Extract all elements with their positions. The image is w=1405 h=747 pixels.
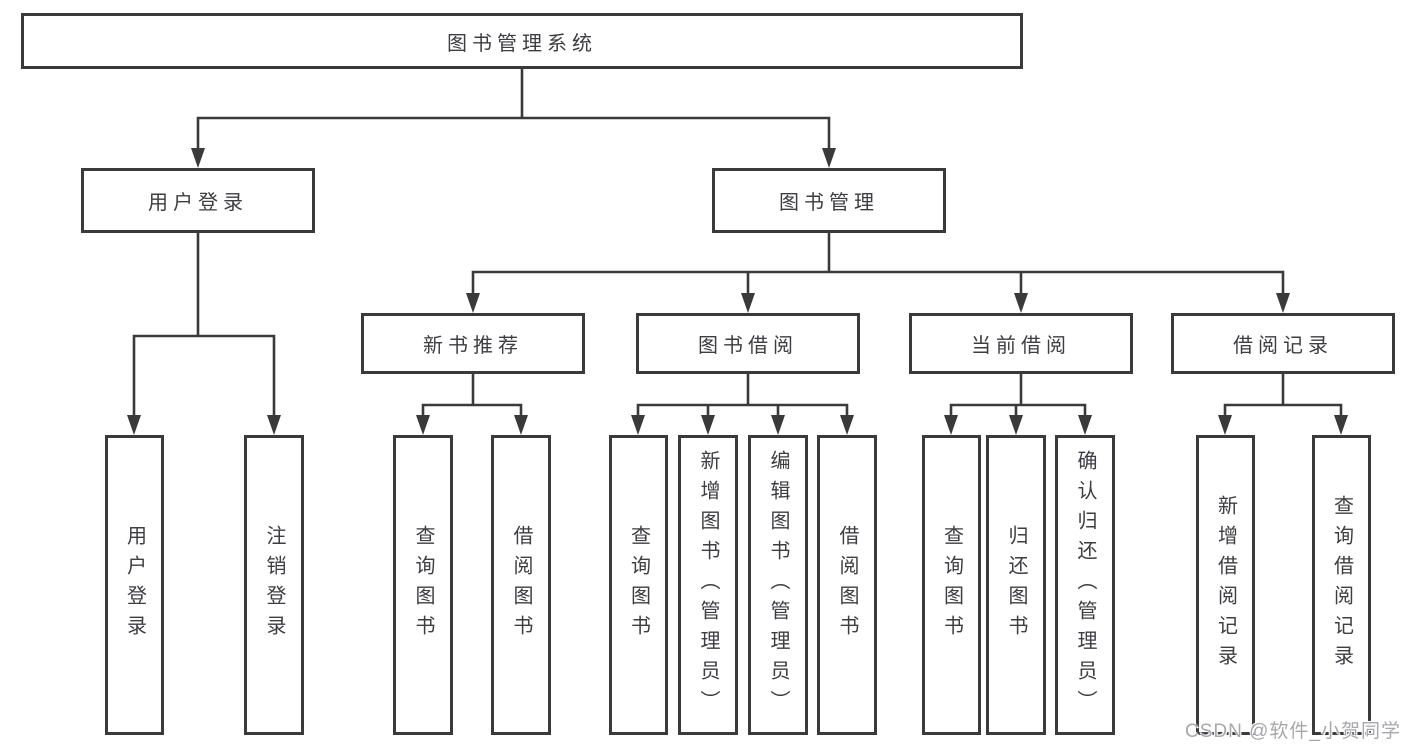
leaf-borrow-add-book-admin: 新增图书（管理员） — [678, 435, 738, 735]
leaf-label: 查询借阅记录 — [1330, 495, 1353, 675]
leaf-borrow-borrow-book: 借阅图书 — [817, 435, 877, 735]
node-label: 新书推荐 — [423, 335, 523, 357]
node-label: 借阅记录 — [1233, 335, 1333, 357]
leaf-label: 编辑图书（管理员） — [767, 450, 789, 720]
node-label: 用户登录 — [148, 192, 248, 214]
leaf-borrow-edit-book-admin: 编辑图书（管理员） — [748, 435, 808, 735]
leaf-label: 查询图书 — [627, 525, 650, 645]
node-label: 图书借阅 — [698, 335, 798, 357]
node-root-system: 图书管理系统 — [21, 13, 1023, 69]
node-label: 图书管理 — [779, 192, 879, 214]
leaf-label: 借阅图书 — [510, 525, 532, 645]
leaf-user-login: 用户登录 — [105, 435, 164, 735]
leaf-logout: 注销登录 — [244, 435, 304, 735]
leaf-label: 借阅图书 — [836, 525, 858, 645]
leaf-current-return-book: 归还图书 — [986, 435, 1046, 735]
leaf-newbook-borrow-book: 借阅图书 — [491, 435, 551, 735]
leaf-label: 查询图书 — [412, 525, 434, 645]
leaf-label: 新增借阅记录 — [1214, 495, 1237, 675]
leaf-record-add: 新增借阅记录 — [1196, 435, 1255, 735]
leaf-label: 查询图书 — [940, 525, 963, 645]
node-user-login: 用户登录 — [81, 168, 315, 233]
leaf-label: 归还图书 — [1005, 525, 1027, 645]
node-current-borrow: 当前借阅 — [909, 313, 1133, 374]
node-label: 当前借阅 — [971, 335, 1071, 357]
leaf-label: 新增图书（管理员） — [697, 450, 719, 720]
leaf-current-query-book: 查询图书 — [922, 435, 981, 735]
leaf-newbook-query-book: 查询图书 — [393, 435, 453, 735]
node-book-borrow: 图书借阅 — [636, 313, 860, 374]
node-borrow-records: 借阅记录 — [1171, 313, 1395, 374]
leaf-label: 注销登录 — [263, 525, 285, 645]
node-new-book-recommend: 新书推荐 — [361, 313, 585, 374]
leaf-label: 用户登录 — [123, 525, 146, 645]
leaf-label: 确认归还（管理员） — [1074, 450, 1096, 720]
csdn-watermark: CSDN @软件_小贺同学 — [1185, 721, 1401, 742]
leaf-record-query: 查询借阅记录 — [1312, 435, 1371, 735]
node-label: 图书管理系统 — [447, 32, 597, 55]
node-book-management: 图书管理 — [712, 168, 946, 233]
leaf-current-confirm-return-admin: 确认归还（管理员） — [1055, 435, 1115, 735]
leaf-borrow-query-book: 查询图书 — [609, 435, 668, 735]
